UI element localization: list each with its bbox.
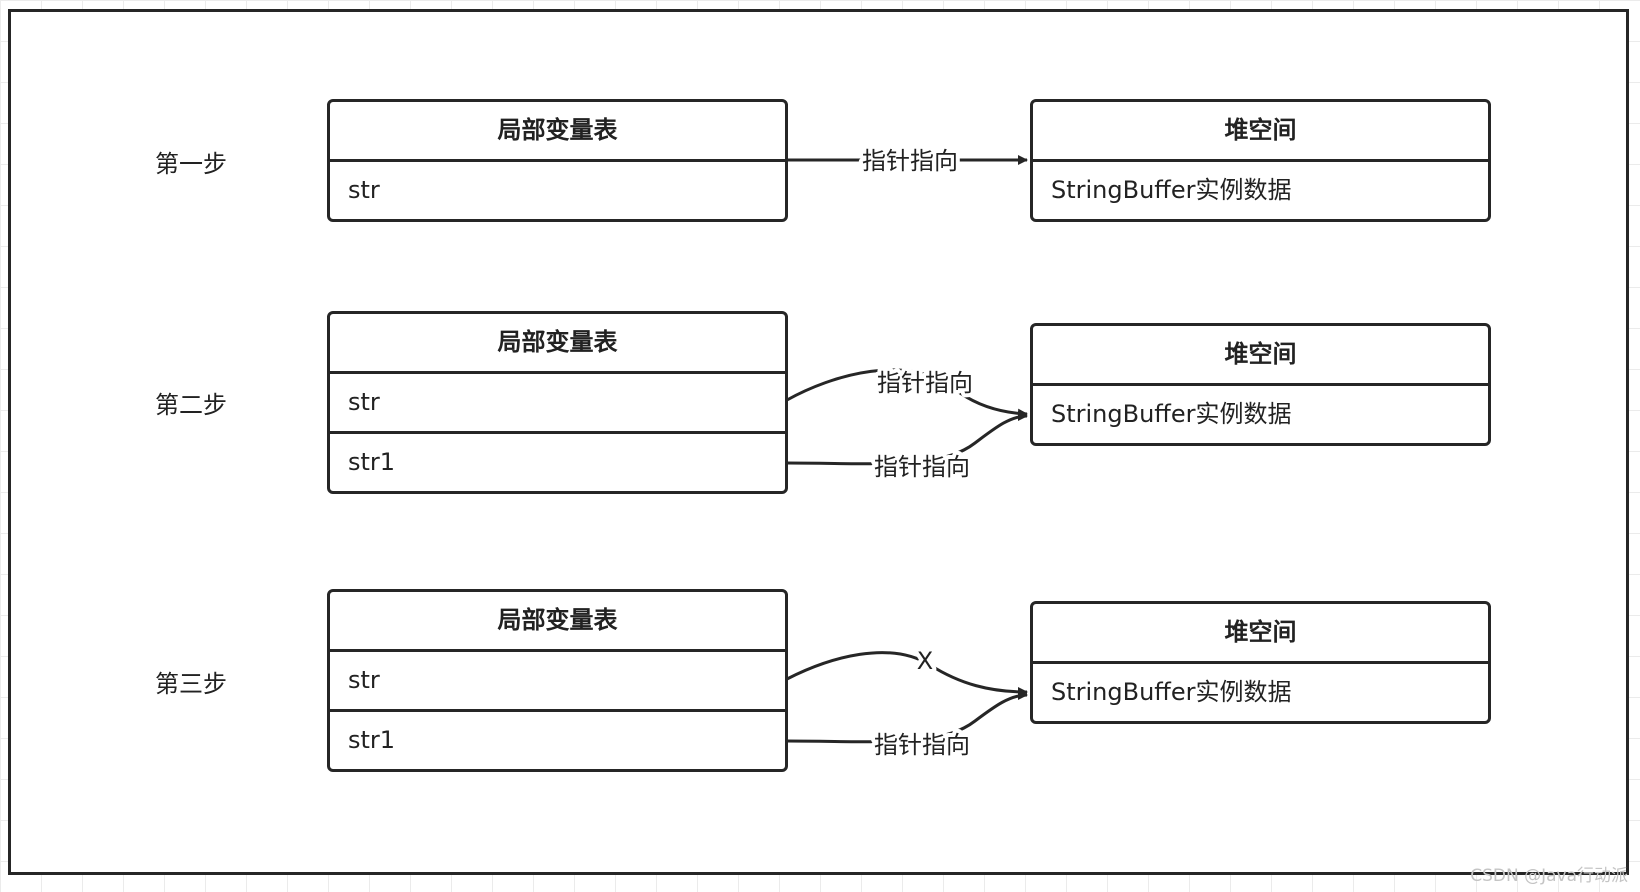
heap-space-table[interactable]: 堆空间 StringBuffer实例数据: [1030, 99, 1491, 222]
table-row-str1: str1: [330, 709, 785, 769]
step3-arrow-str1: [786, 690, 1028, 744]
step2-edge-label-str1: 指针指向: [874, 453, 970, 481]
heap-space-table[interactable]: 堆空间 StringBuffer实例数据: [1030, 323, 1491, 446]
step3-arrow-str: [786, 651, 1028, 697]
step3-edge-label-str1: 指针指向: [874, 731, 970, 759]
table-title: 堆空间: [1224, 116, 1297, 144]
step-label: 第一步: [155, 150, 227, 178]
step-label: 第二步: [155, 391, 227, 419]
table-row-str: str: [330, 159, 785, 219]
table-row-instance: StringBuffer实例数据: [1033, 159, 1488, 219]
step1-edge-label-str: 指针指向: [862, 147, 958, 175]
table-title: 局部变量表: [497, 328, 618, 356]
table-title: 局部变量表: [497, 116, 618, 144]
watermark: CSDN @Java行动派: [1470, 866, 1628, 886]
step3-edge-label-str: X: [917, 647, 933, 675]
step2-arrow-str: [786, 368, 1028, 419]
table-row-str: str: [330, 371, 785, 431]
local-variable-table[interactable]: 局部变量表 str str1: [327, 589, 788, 772]
step-label: 第三步: [155, 670, 227, 698]
table-title: 堆空间: [1224, 340, 1297, 368]
step2-arrow-str1: [786, 411, 1028, 466]
table-row-str1: str1: [330, 431, 785, 491]
table-row-str: str: [330, 649, 785, 709]
table-row-instance: StringBuffer实例数据: [1033, 661, 1488, 721]
table-title: 堆空间: [1224, 618, 1297, 646]
heap-space-table[interactable]: 堆空间 StringBuffer实例数据: [1030, 601, 1491, 724]
local-variable-table[interactable]: 局部变量表 str str1: [327, 311, 788, 494]
local-variable-table[interactable]: 局部变量表 str: [327, 99, 788, 222]
step2-edge-label-str: 指针指向: [877, 369, 973, 397]
table-title: 局部变量表: [497, 606, 618, 634]
table-row-instance: StringBuffer实例数据: [1033, 383, 1488, 443]
